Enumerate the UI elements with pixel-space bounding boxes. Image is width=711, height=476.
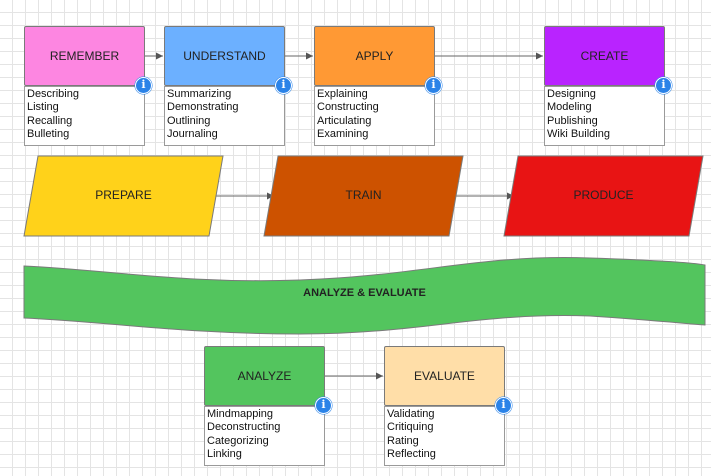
evaluate-info-icon[interactable]: i xyxy=(495,397,512,414)
list-item: Examining xyxy=(317,127,369,140)
list-item: Constructing xyxy=(317,101,379,114)
list-item: Linking xyxy=(207,447,242,460)
analyze-evaluate-banner-shape[interactable] xyxy=(23,257,706,335)
apply-list: Explaining Constructing Articulating Exa… xyxy=(314,86,435,146)
list-item: Designing xyxy=(547,88,596,100)
train-shape[interactable] xyxy=(263,155,464,237)
create-label: CREATE xyxy=(580,49,629,63)
understand-box[interactable]: UNDERSTAND xyxy=(164,26,285,86)
analyze-list: Mindmapping Deconstructing Categorizing … xyxy=(204,406,325,466)
list-item: Reflecting xyxy=(387,447,436,460)
understand-list: Summarizing Demonstrating Outlining Jour… xyxy=(164,86,285,146)
list-item: Bulleting xyxy=(27,127,70,140)
list-item: Listing xyxy=(27,101,59,114)
list-item: Outlining xyxy=(167,114,211,127)
list-item: Publishing xyxy=(547,114,598,127)
analyze-box[interactable]: ANALYZE xyxy=(204,346,325,406)
understand-label: UNDERSTAND xyxy=(183,49,266,63)
list-item: Journaling xyxy=(167,127,218,140)
list-item: Mindmapping xyxy=(207,408,274,420)
list-item: Describing xyxy=(27,88,79,100)
produce-shape[interactable] xyxy=(503,155,704,237)
list-item: Summarizing xyxy=(167,88,232,100)
apply-label: APPLY xyxy=(355,49,394,63)
list-item: Articulating xyxy=(317,114,372,127)
list-item: Deconstructing xyxy=(207,421,281,434)
apply-box[interactable]: APPLY xyxy=(314,26,435,86)
produce-label: PRODUCE xyxy=(573,188,634,202)
list-item: Wiki Building xyxy=(547,127,610,140)
prepare-shape[interactable] xyxy=(23,155,224,237)
list-item: Modeling xyxy=(547,101,592,114)
create-list: Designing Modeling Publishing Wiki Build… xyxy=(544,86,665,146)
analyze-info-icon[interactable]: i xyxy=(315,397,332,414)
evaluate-list: Validating Critiquing Rating Reflecting xyxy=(384,406,505,466)
evaluate-label: EVALUATE xyxy=(414,369,475,383)
list-item: Rating xyxy=(387,434,419,447)
list-item: Recalling xyxy=(27,114,73,127)
list-item: Categorizing xyxy=(207,434,269,447)
remember-list: Describing Listing Recalling Bulleting xyxy=(24,86,145,146)
remember-box[interactable]: REMEMBER xyxy=(24,26,145,86)
remember-info-icon[interactable]: i xyxy=(135,77,152,94)
list-item: Demonstrating xyxy=(167,101,239,114)
analyze-evaluate-banner-label: ANALYZE & EVALUATE xyxy=(303,287,426,299)
create-info-icon[interactable]: i xyxy=(655,77,672,94)
analyze-label: ANALYZE xyxy=(237,369,292,383)
list-item: Critiquing xyxy=(387,421,434,434)
list-item: Validating xyxy=(387,408,435,420)
understand-info-icon[interactable]: i xyxy=(275,77,292,94)
train-label: TRAIN xyxy=(345,188,382,202)
apply-info-icon[interactable]: i xyxy=(425,77,442,94)
list-item: Explaining xyxy=(317,88,368,100)
remember-label: REMEMBER xyxy=(49,49,120,63)
create-box[interactable]: CREATE xyxy=(544,26,665,86)
evaluate-box[interactable]: EVALUATE xyxy=(384,346,505,406)
prepare-label: PREPARE xyxy=(95,188,152,202)
